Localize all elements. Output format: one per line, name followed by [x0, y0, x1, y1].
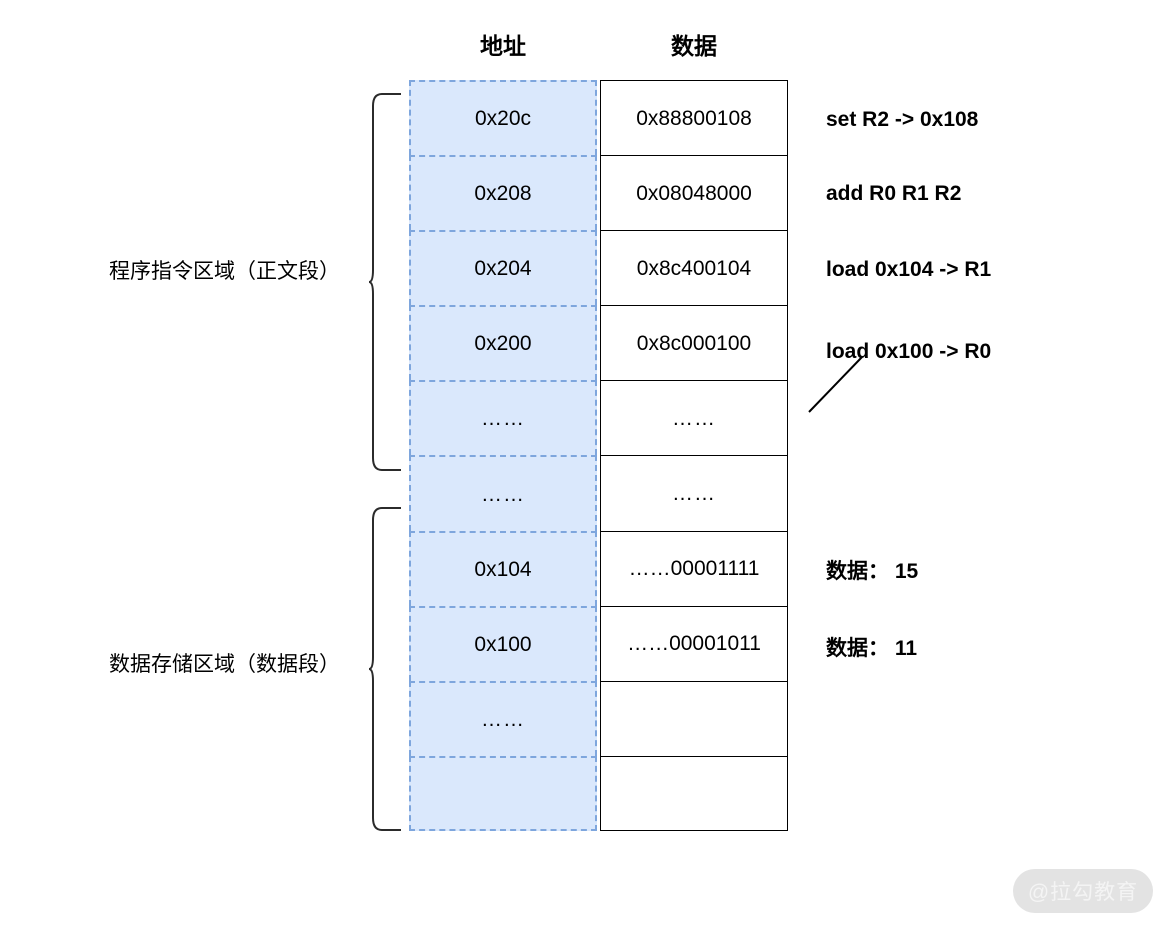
address-cell: [409, 755, 597, 831]
table-row: 0x208 0x08048000: [409, 155, 788, 231]
data-cell: ……: [600, 455, 788, 531]
table-row: …… ……: [409, 455, 788, 531]
data-cell: 0x8c400104: [600, 230, 788, 306]
section-label-text-segment: 程序指令区域（正文段）: [109, 260, 340, 283]
address-cell: ……: [409, 455, 597, 531]
table-row: 0x200 0x8c000100: [409, 305, 788, 381]
data-cell: 0x08048000: [600, 155, 788, 231]
address-cell: 0x104: [409, 530, 597, 606]
data-cell: [600, 755, 788, 831]
data-cell: ……00001111: [600, 530, 788, 606]
memory-table: 0x20c 0x88800108 0x208 0x08048000 0x204 …: [409, 80, 788, 831]
section-label-data-segment: 数据存储区域（数据段）: [109, 653, 340, 676]
address-cell: ……: [409, 380, 597, 456]
address-cell: 0x208: [409, 155, 597, 231]
annotation-instruction: set R2 -> 0x108: [826, 108, 979, 131]
annotation-data-value: 数据： 11: [826, 637, 918, 660]
annotation-instruction: load 0x100 -> R0: [826, 340, 992, 363]
data-cell: ……: [600, 380, 788, 456]
table-row: 0x104 ……00001111: [409, 530, 788, 606]
data-cell: [600, 680, 788, 756]
address-cell: 0x200: [409, 305, 597, 381]
table-row: 0x20c 0x88800108: [409, 80, 788, 156]
annotation-data-value: 数据： 15: [826, 560, 919, 583]
data-cell: 0x8c000100: [600, 305, 788, 381]
table-row: 0x204 0x8c400104: [409, 230, 788, 306]
annotation-instruction: add R0 R1 R2: [826, 182, 962, 205]
column-header-address: 地址: [480, 33, 526, 59]
table-row: [409, 755, 788, 831]
text-segment-brace: [368, 93, 401, 471]
data-cell: 0x88800108: [600, 80, 788, 156]
leader-line: [808, 356, 863, 413]
watermark: @拉勾教育: [1013, 869, 1153, 913]
address-cell: ……: [409, 680, 597, 756]
table-row: 0x100 ……00001011: [409, 605, 788, 681]
address-cell: 0x20c: [409, 80, 597, 156]
address-cell: 0x204: [409, 230, 597, 306]
table-row: ……: [409, 680, 788, 756]
address-cell: 0x100: [409, 605, 597, 681]
column-header-data: 数据: [671, 33, 717, 59]
data-segment-brace: [368, 507, 401, 831]
data-cell: ……00001011: [600, 605, 788, 681]
annotation-instruction: load 0x104 -> R1: [826, 258, 992, 281]
table-row: …… ……: [409, 380, 788, 456]
